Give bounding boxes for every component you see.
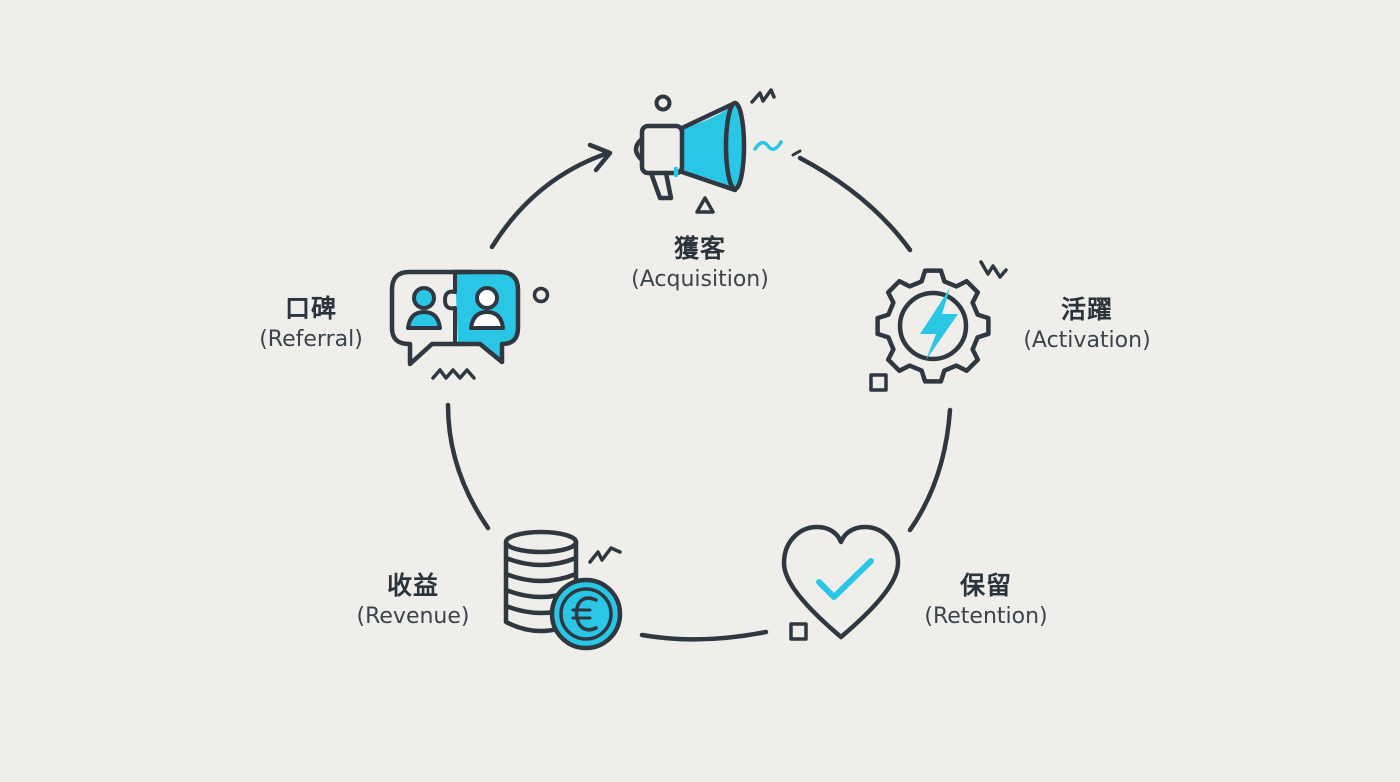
stage-acquisition-label: 獲客 (Acquisition) [631, 233, 769, 295]
gear-lightning-icon [869, 260, 1008, 392]
stage-retention-label: 保留 (Retention) [924, 570, 1047, 632]
arc-acquisition-to-activation [797, 155, 913, 253]
acquisition-zh: 獲客 [673, 234, 727, 263]
retention-zh: 保留 [959, 571, 1012, 600]
cycle-arcs [445, 142, 953, 642]
megaphone-icon [633, 88, 802, 214]
revenue-zh: 收益 [386, 571, 440, 600]
arc-retention-to-revenue [639, 629, 769, 642]
heart-check-icon [781, 524, 901, 641]
activation-en: (Activation) [1023, 328, 1151, 353]
chat-users-icon [389, 269, 550, 380]
arc-revenue-to-referral [445, 402, 491, 531]
stage-activation-label: 活躍 (Activation) [1023, 294, 1150, 356]
referral-en: (Referral) [259, 327, 363, 352]
coins-euro-icon [503, 529, 623, 651]
acquisition-en: (Acquisition) [631, 267, 769, 292]
stage-referral-label: 口碑 (Referral) [259, 293, 363, 355]
arc-activation-to-retention [907, 407, 953, 533]
activation-zh: 活躍 [1060, 295, 1113, 324]
stage-revenue-label: 收益 (Revenue) [357, 570, 470, 632]
referral-zh: 口碑 [284, 294, 338, 323]
revenue-en: (Revenue) [356, 604, 470, 629]
arc-referral-to-acquisition [489, 150, 611, 250]
arrowhead-acquisition-icon [587, 142, 613, 173]
retention-en: (Retention) [924, 604, 1048, 629]
